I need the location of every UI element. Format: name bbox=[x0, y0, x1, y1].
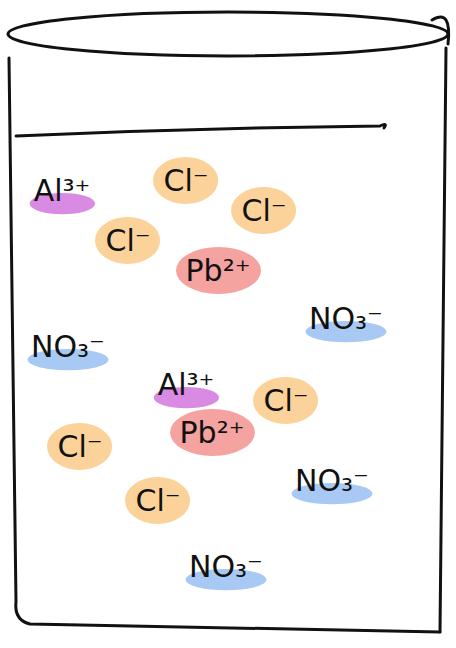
ion-blob: Al³⁺ bbox=[150, 364, 223, 405]
ion-blob: NO₃⁻ bbox=[287, 460, 377, 501]
ion-blob: Al³⁺ bbox=[26, 170, 99, 211]
ion-label: Al³⁺ bbox=[158, 368, 215, 401]
beaker-wall bbox=[440, 48, 446, 632]
ion-blob: Cl⁻ bbox=[49, 426, 110, 467]
ion-label: NO₃⁻ bbox=[31, 330, 105, 363]
ion-label: Al³⁺ bbox=[34, 174, 91, 207]
ion-fill bbox=[125, 477, 190, 524]
ion-label: NO₃⁻ bbox=[189, 550, 263, 583]
ion-blob: NO₃⁻ bbox=[181, 546, 271, 587]
beaker-wall bbox=[9, 58, 440, 632]
ion-label: Cl⁻ bbox=[263, 384, 308, 417]
ion-blob: Cl⁻ bbox=[97, 220, 158, 261]
ion-label: Pb²⁺ bbox=[180, 416, 245, 449]
ion-fill bbox=[95, 217, 160, 264]
ion-blob: Cl⁻ bbox=[255, 380, 316, 421]
ion-label: NO₃⁻ bbox=[295, 464, 369, 497]
ion-blob: Cl⁻ bbox=[233, 190, 294, 231]
ion-blob: Pb²⁺ bbox=[178, 250, 259, 291]
beaker-spout bbox=[432, 17, 449, 44]
ion-label: Cl⁻ bbox=[135, 484, 180, 517]
ion-label: Cl⁻ bbox=[163, 164, 208, 197]
ion-label: NO₃⁻ bbox=[309, 302, 383, 335]
beaker-rim bbox=[8, 12, 448, 56]
ion-fill bbox=[153, 157, 218, 204]
ion-fill bbox=[176, 247, 261, 294]
ion-blob: NO₃⁻ bbox=[23, 326, 113, 367]
ion-fill bbox=[253, 377, 318, 424]
liquid-surface bbox=[16, 124, 385, 136]
ion-fill bbox=[170, 409, 255, 456]
ion-blob: Pb²⁺ bbox=[172, 412, 253, 453]
ion-label: Cl⁻ bbox=[241, 194, 286, 227]
ion-fill bbox=[231, 187, 296, 234]
ion-blob: NO₃⁻ bbox=[301, 298, 391, 339]
ion-label: Cl⁻ bbox=[57, 430, 102, 463]
ion-fill bbox=[47, 423, 112, 470]
ion-blob: Cl⁻ bbox=[155, 160, 216, 201]
ion-label: Pb²⁺ bbox=[186, 254, 251, 287]
ion-label: Cl⁻ bbox=[105, 224, 150, 257]
ion-blob: Cl⁻ bbox=[127, 480, 188, 521]
